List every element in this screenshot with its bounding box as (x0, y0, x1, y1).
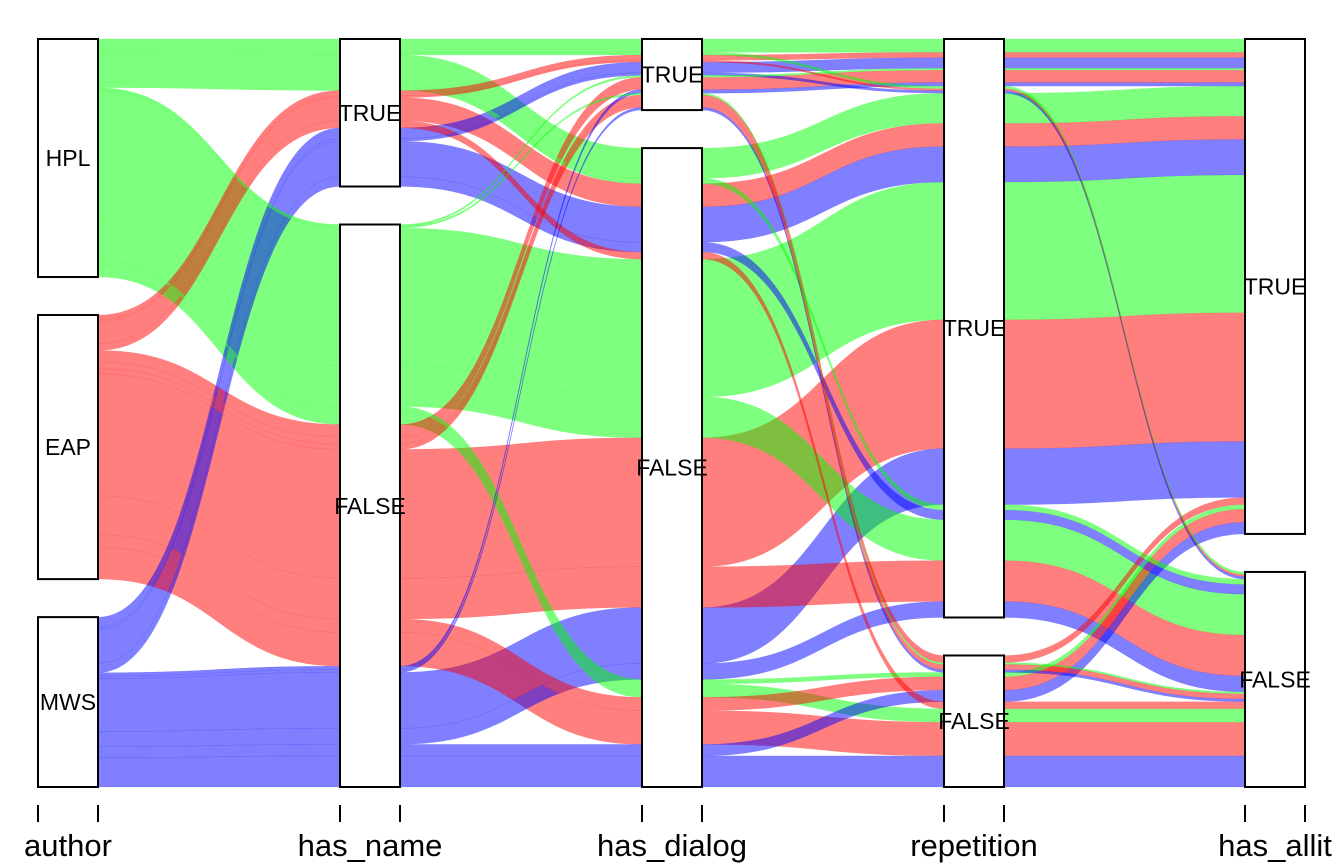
box-label-repetition-true: TRUE (943, 315, 1006, 341)
box-repetition-true (943, 38, 1005, 619)
box-author-eap (37, 314, 99, 581)
box-label-author-mws: MWS (40, 689, 96, 715)
axis-label-has-dialog: has_dialog (597, 828, 747, 863)
axis-label-has-allit: has_allit (1218, 828, 1332, 863)
box-label-has-dialog-false: FALSE (636, 455, 708, 481)
box-label-has-name-false: FALSE (334, 493, 406, 519)
box-label-has-allit-false: FALSE (1239, 666, 1311, 692)
box-has-dialog-false (641, 147, 703, 788)
box-label-has-allit-true: TRUE (1244, 273, 1307, 299)
box-label-has-dialog-true: TRUE (641, 62, 704, 88)
box-label-author-hpl: HPL (46, 145, 91, 171)
box-has-allit-true (1244, 38, 1306, 535)
axis-label-has-name: has_name (298, 828, 443, 863)
box-author-mws (37, 616, 99, 788)
box-has-name-false (339, 223, 401, 788)
axis-label-author: author (24, 828, 112, 863)
axis-layer: author has_name has_dialog repetition has_al… (24, 805, 1332, 863)
box-has-name-true (339, 38, 401, 188)
box-label-has-name-true: TRUE (339, 100, 402, 126)
axis-label-repetition: repetition (910, 828, 1038, 863)
box-label-repetition-false: FALSE (938, 708, 1010, 734)
box-label-author-eap: EAP (45, 434, 91, 460)
box-repetition-false (943, 654, 1005, 788)
box-author-hpl (37, 38, 99, 279)
box-has-dialog-true (641, 38, 703, 112)
category-box-layer: HPL EAP MWS TRUE FALSE TRUE FALSE TRUE FALSE TRUE… (37, 38, 1311, 788)
box-has-allit-false (1244, 570, 1306, 788)
